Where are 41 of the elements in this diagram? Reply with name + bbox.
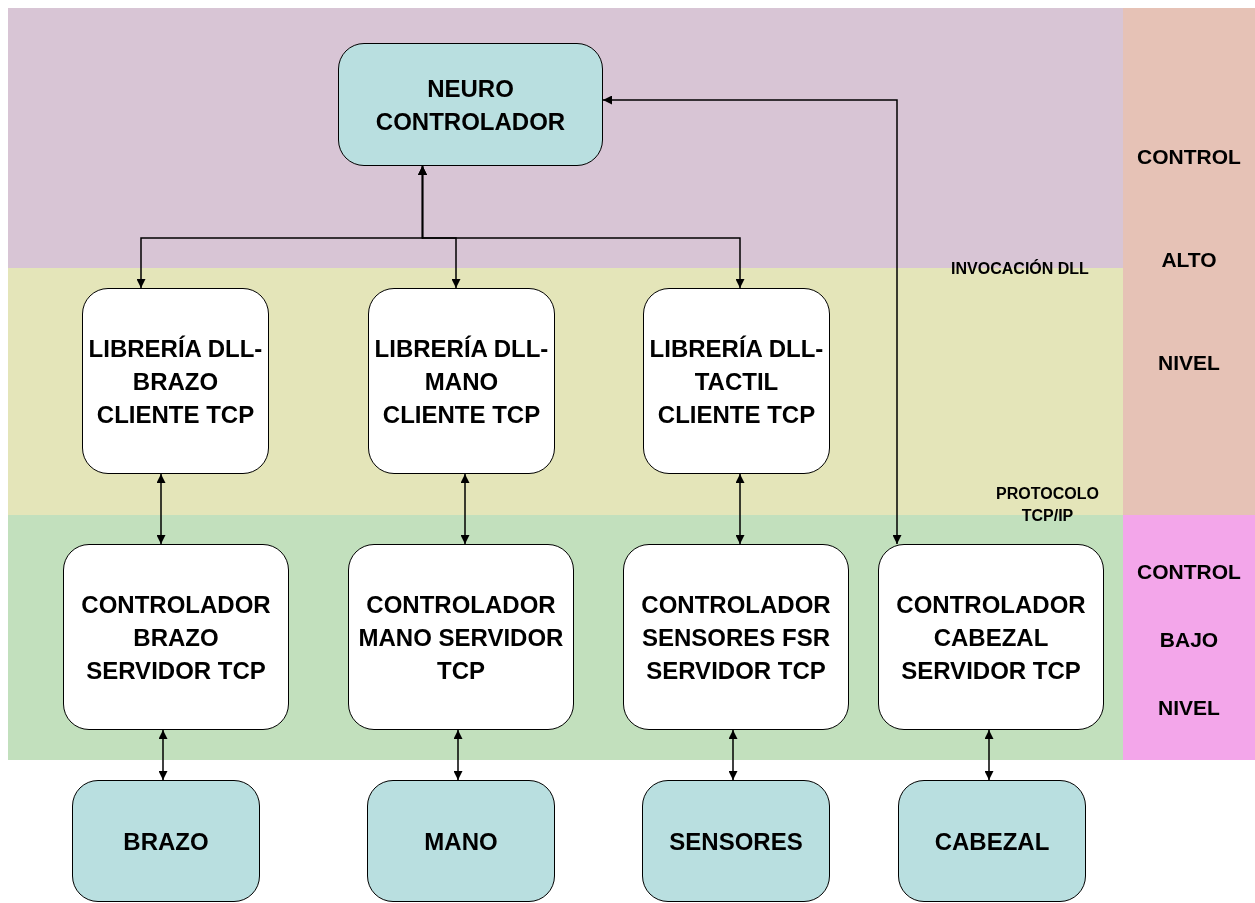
rounded-box <box>898 780 1086 902</box>
box-label: CONTROLADOR SENSORES FSR SERVIDOR TCP <box>640 589 832 686</box>
box-label: SENSORES <box>668 826 804 857</box>
box-label: LIBRERÍA DLL- BRAZO CLIENTE TCP <box>87 333 264 430</box>
rounded-box <box>878 544 1104 730</box>
level-label: CONTROL <box>1137 145 1241 169</box>
box-label: NEURO CONTROLADOR <box>374 73 567 137</box>
rounded-box <box>367 780 555 902</box>
box-label: CONTROLADOR BRAZO SERVIDOR TCP <box>80 589 272 686</box>
box-label: CONTROLADOR CABEZAL SERVIDOR TCP <box>895 589 1087 686</box>
arrow <box>735 473 745 545</box>
box-label: MANO <box>423 826 499 857</box>
rounded-box <box>63 544 289 730</box>
rounded-box <box>348 544 574 730</box>
arrow <box>453 729 463 781</box>
level-label: ALTO <box>1161 248 1217 272</box>
rounded-box <box>368 288 555 474</box>
arrow <box>156 473 166 545</box>
rounded-box <box>642 780 830 902</box>
protocol-label: INVOCACIÓN DLL <box>950 258 1090 279</box>
arrow <box>418 165 745 289</box>
level-label: NIVEL <box>1158 351 1220 375</box>
level-label: BAJO <box>1159 628 1219 652</box>
arrow <box>602 95 902 545</box>
box-label: BRAZO <box>122 826 210 857</box>
rounded-box <box>623 544 849 730</box>
arrow <box>158 729 168 781</box>
rounded-box <box>338 43 603 166</box>
arrow <box>728 729 738 781</box>
box-label: LIBRERÍA DLL- MANO CLIENTE TCP <box>373 333 550 430</box>
arrow <box>460 473 470 545</box>
rounded-box <box>643 288 830 474</box>
box-label: LIBRERÍA DLL- TACTIL CLIENTE TCP <box>648 333 825 430</box>
box-label: CONTROLADOR MANO SERVIDOR TCP <box>357 589 565 686</box>
rounded-box <box>72 780 260 902</box>
box-label: CABEZAL <box>933 826 1051 857</box>
level-label: NIVEL <box>1158 696 1220 720</box>
level-label: CONTROL <box>1137 560 1241 584</box>
rounded-box <box>82 288 269 474</box>
protocol-label: PROTOCOLO TCP/IP <box>995 484 1100 526</box>
arrow <box>984 729 994 781</box>
